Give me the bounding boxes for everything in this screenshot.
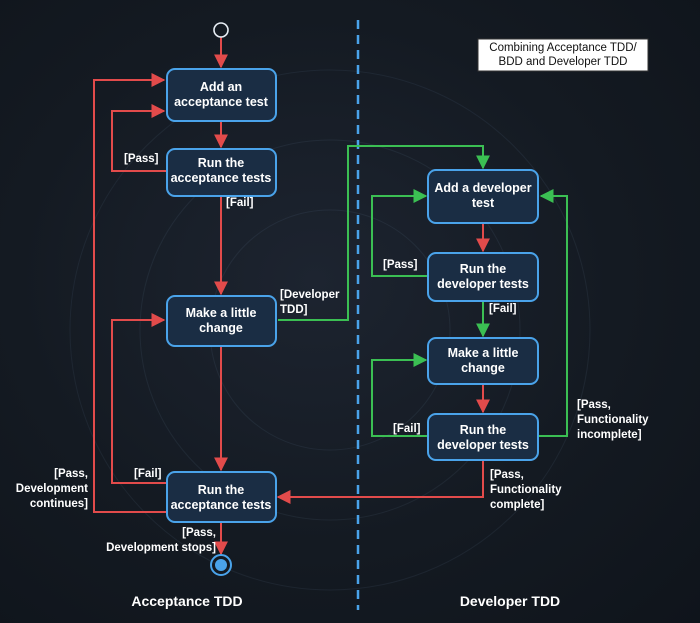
svg-text:Run the: Run the [460,423,507,437]
label-fail-2: [Fail] [134,468,162,480]
run-developer-tests-box-2: Run the developer tests [427,413,539,461]
label-pass-development-continues: [Pass, Development continues] [16,468,88,510]
svg-text:acceptance tests: acceptance tests [171,498,272,512]
label-pass-1: [Pass] [124,153,159,165]
svg-text:test: test [472,196,495,210]
svg-text:Run the: Run the [198,483,245,497]
svg-text:continues]: continues] [30,498,88,510]
label-fail-right-1: [Fail] [489,303,517,315]
add-developer-test-box: Add a developer test [427,169,539,224]
svg-text:incomplete]: incomplete] [577,429,642,441]
make-little-change-box-right: Make a little change [427,337,539,385]
svg-text:TDD]: TDD] [280,304,308,316]
run-developer-tests-box-1: Run the developer tests [427,252,539,302]
svg-text:[Developer: [Developer [280,289,340,301]
svg-text:acceptance tests: acceptance tests [171,171,272,185]
label-pass-functionality-complete: [Pass, Functionality complete] [490,469,562,511]
svg-text:[Pass,: [Pass, [490,469,524,481]
svg-text:change: change [199,321,243,335]
left-connectors [93,37,484,556]
svg-text:[Pass,: [Pass, [577,399,611,411]
label-fail-right-2: [Fail] [393,423,421,435]
svg-text:complete]: complete] [490,499,544,511]
run-acceptance-tests-box-2: Run the acceptance tests [166,471,277,523]
svg-text:[Pass,: [Pass, [182,527,216,539]
svg-text:[Pass,: [Pass, [54,468,88,480]
lane-title-developer-tdd: Developer TDD [460,593,560,609]
background-decoration [69,69,591,591]
run-acceptance-tests-box-1: Run the acceptance tests [166,148,277,197]
label-developer-tdd: [Developer TDD] [280,289,340,316]
svg-text:Run the: Run the [198,156,245,170]
svg-text:Add an: Add an [200,80,242,94]
start-node [213,22,229,38]
svg-text:change: change [461,361,505,375]
lane-title-acceptance-tdd: Acceptance TDD [131,593,242,609]
add-acceptance-test-box: Add an acceptance test [166,68,277,122]
green-connectors [278,145,568,437]
svg-text:acceptance test: acceptance test [174,95,269,109]
svg-text:Functionality: Functionality [490,484,562,496]
svg-text:developer tests: developer tests [437,438,529,452]
end-node [210,554,232,576]
svg-text:Run the: Run the [460,262,507,276]
title-note: Combining Acceptance TDD/ BDD and Develo… [477,38,649,72]
label-pass-functionality-incomplete: [Pass, Functionality incomplete] [577,399,649,441]
label-pass-development-stops: [Pass, Development stops] [106,527,216,554]
svg-text:Make a little: Make a little [186,306,257,320]
svg-text:Add a developer: Add a developer [434,181,531,195]
svg-text:Functionality: Functionality [577,414,649,426]
svg-text:Development stops]: Development stops] [106,542,216,554]
svg-text:Development: Development [16,483,88,495]
svg-text:Make a little: Make a little [448,346,519,360]
title-note-line1: Combining Acceptance TDD/ [489,42,637,54]
title-note-line2: BDD and Developer TDD [499,56,628,68]
make-little-change-box-left: Make a little change [166,295,277,347]
svg-text:developer tests: developer tests [437,277,529,291]
label-pass-right: [Pass] [383,259,418,271]
label-fail-1: [Fail] [226,197,254,209]
